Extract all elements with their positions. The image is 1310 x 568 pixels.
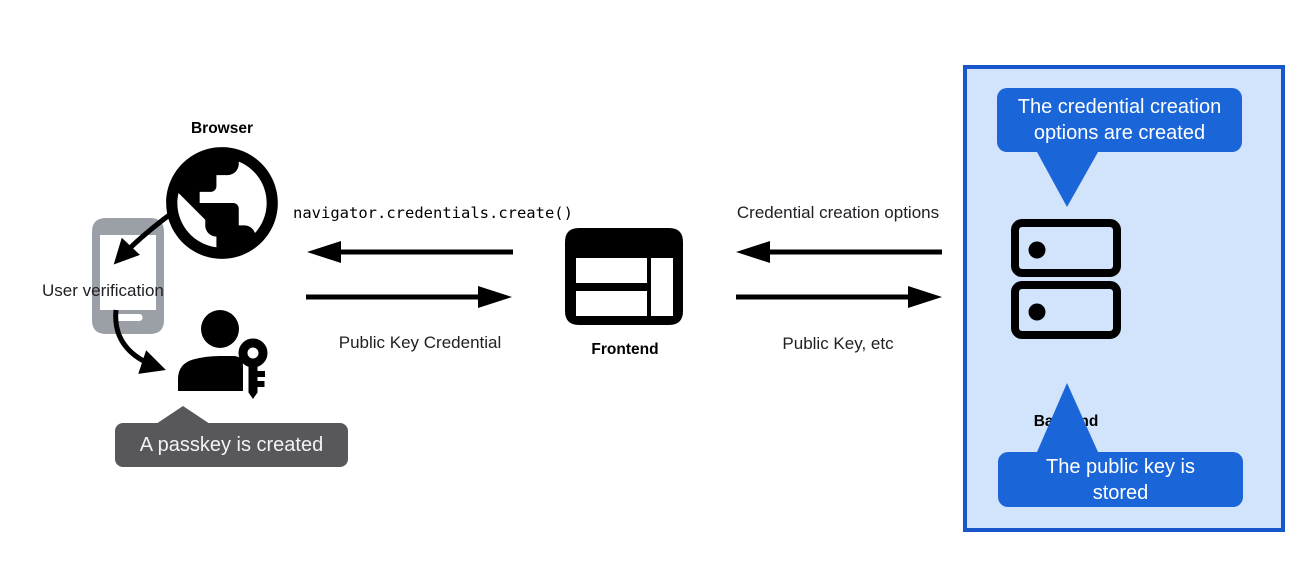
api-call-label: navigator.credentials.create() [293, 204, 573, 222]
public-key-stored-callout: The public key is stored [998, 383, 1243, 507]
passkey-created-callout: A passkey is created [115, 406, 348, 467]
frontend-window-icon [565, 228, 683, 325]
creation-options-callout: The credential creation options are crea… [997, 88, 1242, 207]
server-icon [1011, 219, 1121, 339]
globe-icon [166, 147, 278, 259]
passkey-created-text: A passkey is created [139, 433, 324, 456]
phone-icon [92, 218, 164, 334]
public-key-stored-callout-text: The public key is stored [1046, 455, 1195, 504]
arrow-phone-to-user [113, 309, 166, 374]
creation-options-callout-text: The credential creation options are crea… [1017, 96, 1222, 144]
backend-panel: The credential creation options are crea… [963, 65, 1285, 532]
arrow-creation-options-left [736, 241, 942, 263]
public-key-credential-label: Public Key Credential [338, 333, 502, 352]
user-verification-label: User verification [42, 281, 164, 300]
user-key-icon [178, 310, 268, 399]
credential-creation-options-label: Credential creation options [736, 203, 940, 222]
public-key-etc-label: Public Key, etc [782, 334, 894, 353]
arrow-public-key-credential-right [306, 286, 512, 308]
browser-label: Browser [190, 120, 254, 137]
arrow-public-key-right [736, 286, 942, 308]
arrow-create-call-left [307, 241, 513, 263]
frontend-label: Frontend [591, 341, 659, 358]
